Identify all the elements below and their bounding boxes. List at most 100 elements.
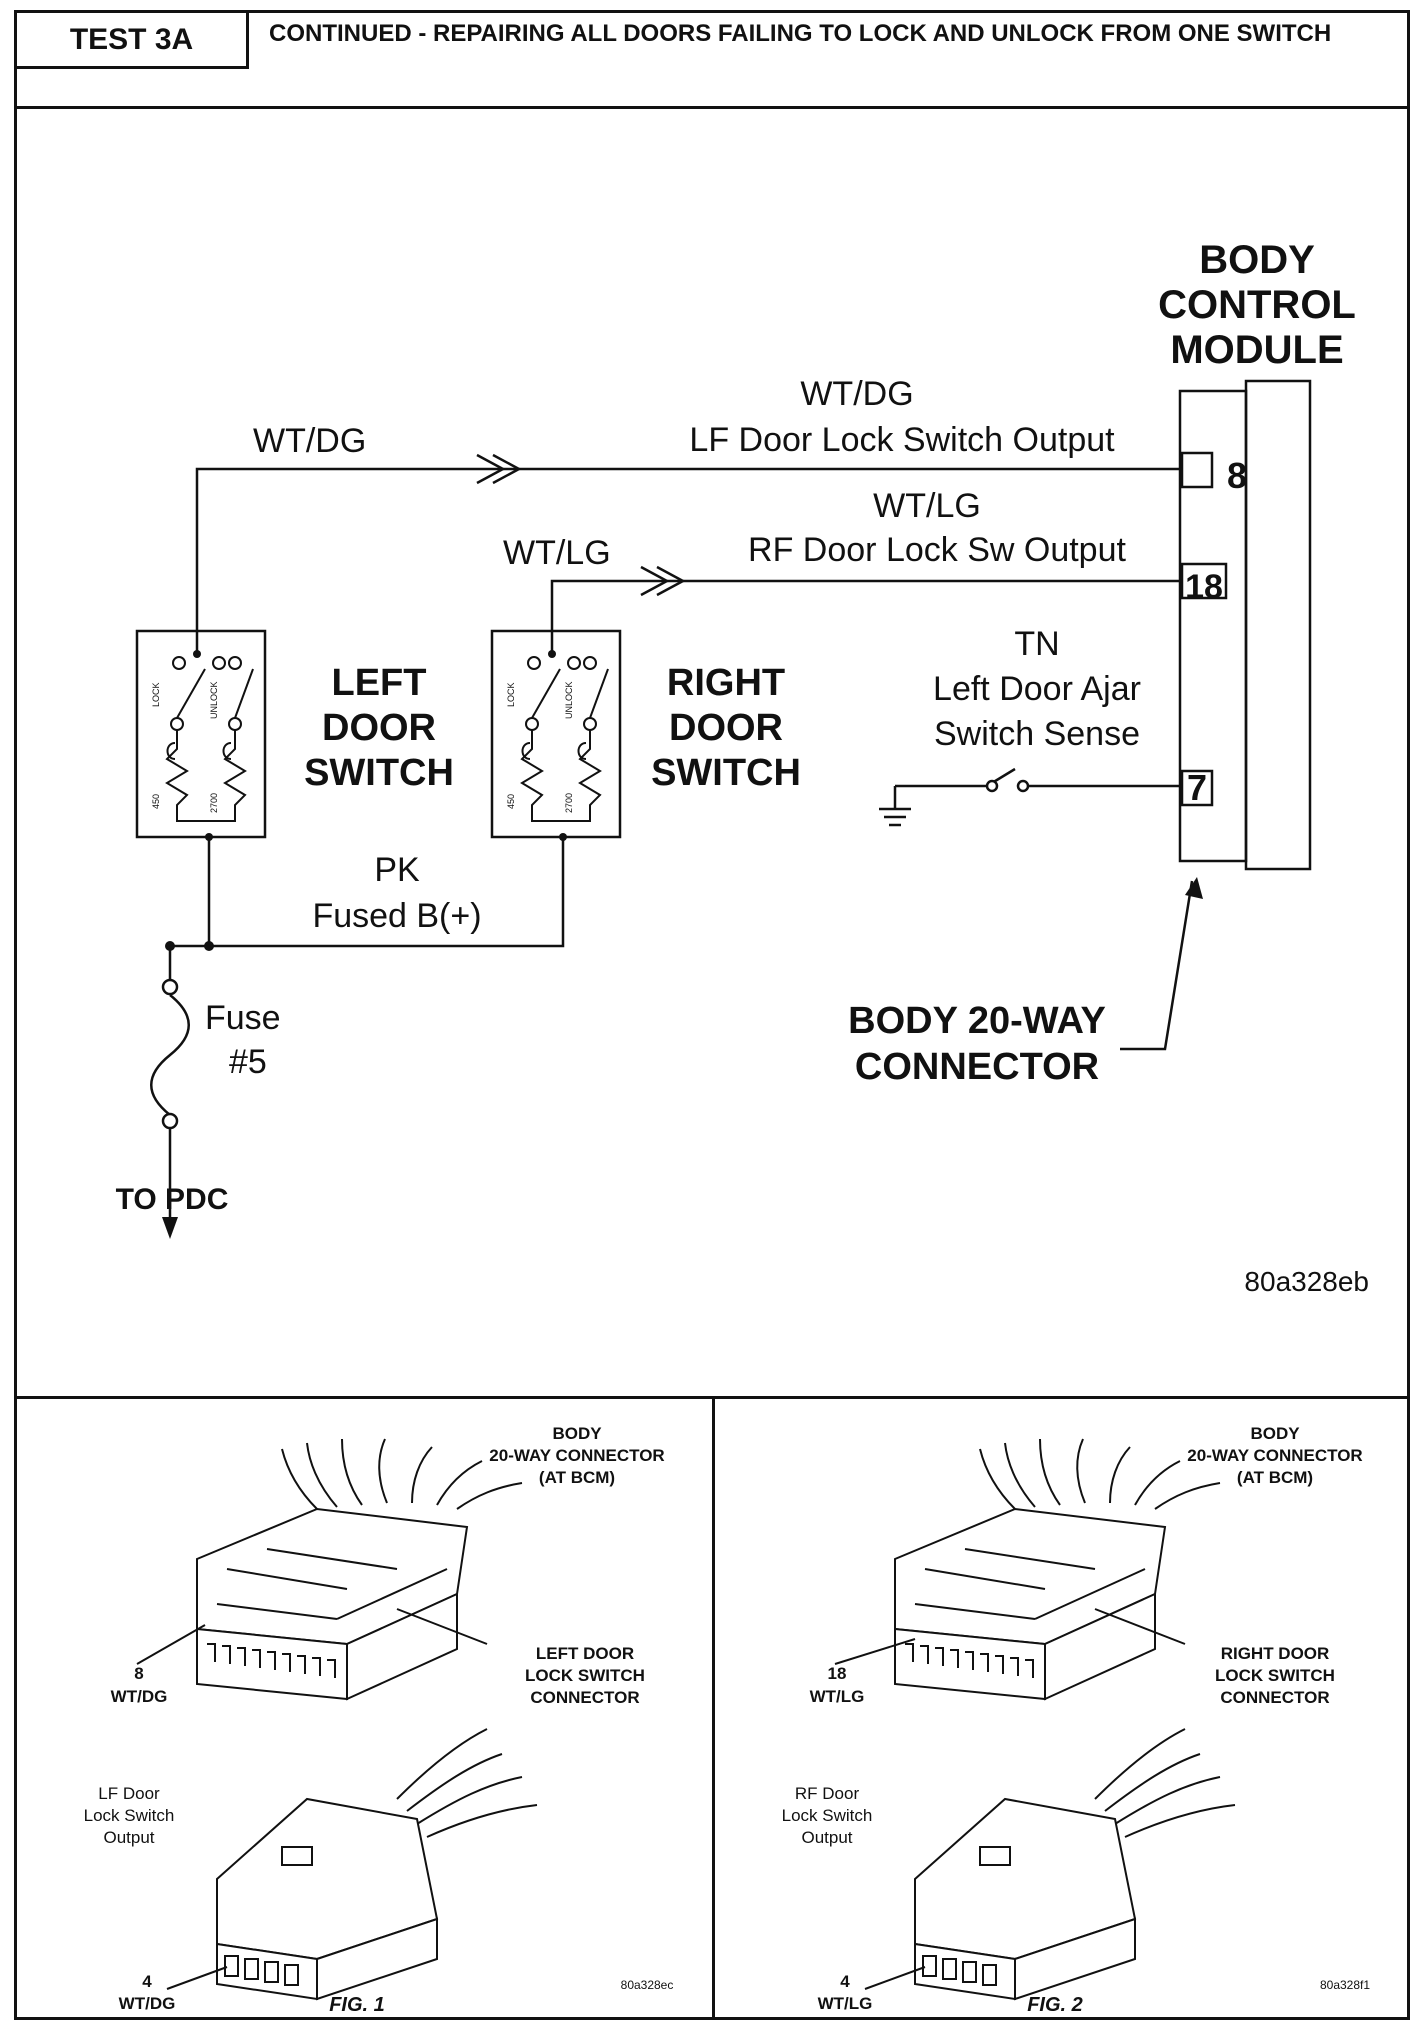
lf-wire-color-left: WT/DG — [253, 422, 366, 460]
fig2-bcm-wire-bundle — [979, 1438, 1221, 1510]
rf-wire-color-bcm: WT/LG — [873, 487, 981, 525]
fig1-door-wire-bundle — [396, 1728, 538, 1838]
figure-code: 80a328eb — [1244, 1266, 1369, 1297]
right-switch-label-line3: SWITCH — [651, 752, 801, 794]
page-title: CONTINUED - REPAIRING ALL DOORS FAILING … — [269, 20, 1332, 47]
to-pdc-label: TO PDC — [116, 1183, 229, 1216]
fig1-door-pin: 4 — [142, 1972, 152, 1991]
fig1-bcm-pin-leader — [136, 1624, 206, 1665]
tn-wire-color: TN — [1014, 625, 1059, 663]
fig2-door-conn-label-line3: CONNECTOR — [1220, 1688, 1329, 1707]
tn-wire-desc-line2: Switch Sense — [934, 715, 1140, 753]
left-lock-resistor-label: 450 — [151, 794, 161, 809]
pin-7-label: 7 — [1187, 767, 1207, 808]
fig2-bcm-pin: 18 — [828, 1664, 847, 1683]
fig2-output-label-line3: Output — [801, 1828, 852, 1847]
right-switch-internals — [520, 656, 609, 822]
fig1-output-label-line2: Lock Switch — [84, 1806, 175, 1825]
right-lock-resistor-label: 450 — [506, 794, 516, 809]
fig1-door-conn-label-line2: LOCK SWITCH — [525, 1666, 645, 1685]
figure-2-svg: BODY 20-WAY CONNECTOR (AT BCM) 18 WT/LG … — [782, 1424, 1371, 2016]
fig2-door-wire-bundle — [1094, 1728, 1236, 1838]
fuse-label-line1: Fuse — [205, 999, 281, 1037]
fig2-bcm-pin-leader — [834, 1638, 916, 1665]
bcm-title-line3: MODULE — [1170, 328, 1343, 372]
fig2-door-conn-label-line1: RIGHT DOOR — [1221, 1644, 1330, 1663]
fig2-caption: FIG. 2 — [1027, 1994, 1083, 2016]
fig2-door-conn-label-line2: LOCK SWITCH — [1215, 1666, 1335, 1685]
fig2-bcm-conn-label-line1: BODY — [1250, 1424, 1300, 1443]
lf-wire-color-bcm: WT/DG — [800, 375, 913, 413]
fig1-bcm-pin-row — [207, 1643, 336, 1678]
left-lock-label: LOCK — [151, 682, 161, 707]
fuse-terminal-top — [161, 978, 179, 996]
fig1-bcm-wire: WT/DG — [111, 1687, 168, 1706]
wire-rf-wtlg — [550, 579, 1182, 654]
figure-1-svg: BODY 20-WAY CONNECTOR (AT BCM) 8 WT/DG L… — [84, 1424, 674, 2016]
pin-18-label: 18 — [1185, 568, 1223, 606]
connector-label-line2: CONNECTOR — [855, 1046, 1099, 1088]
fig1-bcm-conn-label-line1: BODY — [552, 1424, 602, 1443]
fig1-output-label-line1: LF Door — [98, 1784, 160, 1803]
fig1-door-conn-leader — [396, 1608, 488, 1645]
fig1-output-label-line3: Output — [103, 1828, 154, 1847]
right-switch-label-line1: RIGHT — [667, 662, 785, 704]
junction-dots — [162, 650, 1203, 1239]
right-unlock-label: UNLOCK — [564, 681, 574, 719]
wiring-schematic: LOCK UNLOCK 450 2700 LOCK UNLOCK 450 270… — [17, 109, 1407, 1399]
left-unlock-label: UNLOCK — [209, 681, 219, 719]
fig2-door-conn-leader — [1094, 1608, 1186, 1645]
figure-2-panel: BODY 20-WAY CONNECTOR (AT BCM) 18 WT/LG … — [715, 1399, 1407, 2020]
fig2-output-label-line2: Lock Switch — [782, 1806, 873, 1825]
fig1-door-cavities — [224, 1955, 299, 1986]
wire-lf-arrow — [476, 453, 506, 485]
fig2-door-wire: WT/LG — [818, 1994, 873, 2013]
fig1-bcm-pin: 8 — [134, 1664, 143, 1683]
pin-8-label: 8 — [1227, 455, 1247, 496]
lf-wire-desc: LF Door Lock Switch Output — [689, 421, 1115, 459]
left-door-switch-box — [135, 629, 267, 839]
pin-8-box — [1180, 451, 1214, 489]
fig1-door-pin-leader — [166, 1966, 228, 1990]
fig2-bcm-conn-label-line3: (AT BCM) — [1237, 1468, 1313, 1487]
fig2-door-cavities — [922, 1955, 997, 1986]
tn-wire-desc-line1: Left Door Ajar — [933, 670, 1141, 708]
service-manual-page: TEST 3A CONTINUED - REPAIRING ALL DOORS … — [14, 10, 1410, 2020]
bcm-module-block — [1244, 379, 1312, 871]
connector-label-line1: BODY 20-WAY — [848, 1000, 1106, 1042]
pin-7-box — [1180, 769, 1214, 807]
fig1-bcm-wire-bundle — [281, 1438, 523, 1510]
bcm-title-line1: BODY — [1199, 238, 1315, 282]
fig2-door-pin: 4 — [840, 1972, 850, 1991]
right-unlock-resistor-label: 2700 — [564, 793, 574, 813]
fig1-bcm-conn-label-line3: (AT BCM) — [539, 1468, 615, 1487]
connector-leader-arrowhead — [1185, 877, 1203, 899]
page-header: TEST 3A CONTINUED - REPAIRING ALL DOORS … — [17, 13, 1407, 109]
to-pdc-arrowhead — [162, 1217, 178, 1239]
left-switch-label-line1: LEFT — [332, 662, 427, 704]
fig2-door-pin-leader — [864, 1966, 926, 1990]
rf-wire-desc: RF Door Lock Sw Output — [748, 531, 1126, 569]
pk-wire-desc: Fused B(+) — [312, 897, 481, 935]
fig1-bcm-conn-label-line2: 20-WAY CONNECTOR — [489, 1446, 664, 1465]
left-switch-label-line2: DOOR — [322, 707, 436, 749]
wire-pk-bus — [168, 837, 565, 979]
fig2-bcm-pin-row — [905, 1643, 1034, 1678]
test-id: TEST 3A — [69, 22, 194, 56]
schematic-svg: LOCK UNLOCK 450 2700 LOCK UNLOCK 450 270… — [116, 238, 1369, 1297]
wire-lf-wtdg — [195, 467, 1182, 654]
left-switch-label-line3: SWITCH — [304, 752, 454, 794]
fuse-label-line2: #5 — [229, 1043, 267, 1081]
right-switch-label-line2: DOOR — [669, 707, 783, 749]
rf-wire-color-left: WT/LG — [503, 534, 611, 572]
fig2-bcm-conn-label-line2: 20-WAY CONNECTOR — [1187, 1446, 1362, 1465]
ajar-switch-terminal — [1016, 779, 1030, 793]
wire-rf-arrow — [640, 565, 670, 597]
left-switch-internals — [165, 656, 254, 822]
right-door-switch-box — [490, 629, 622, 839]
fig1-caption: FIG. 1 — [329, 1994, 385, 2016]
right-lock-label: LOCK — [506, 682, 516, 707]
fig1-door-conn-label-line3: CONNECTOR — [530, 1688, 639, 1707]
fig1-door-conn-label-line1: LEFT DOOR — [536, 1644, 634, 1663]
pk-wire-color: PK — [374, 851, 420, 889]
